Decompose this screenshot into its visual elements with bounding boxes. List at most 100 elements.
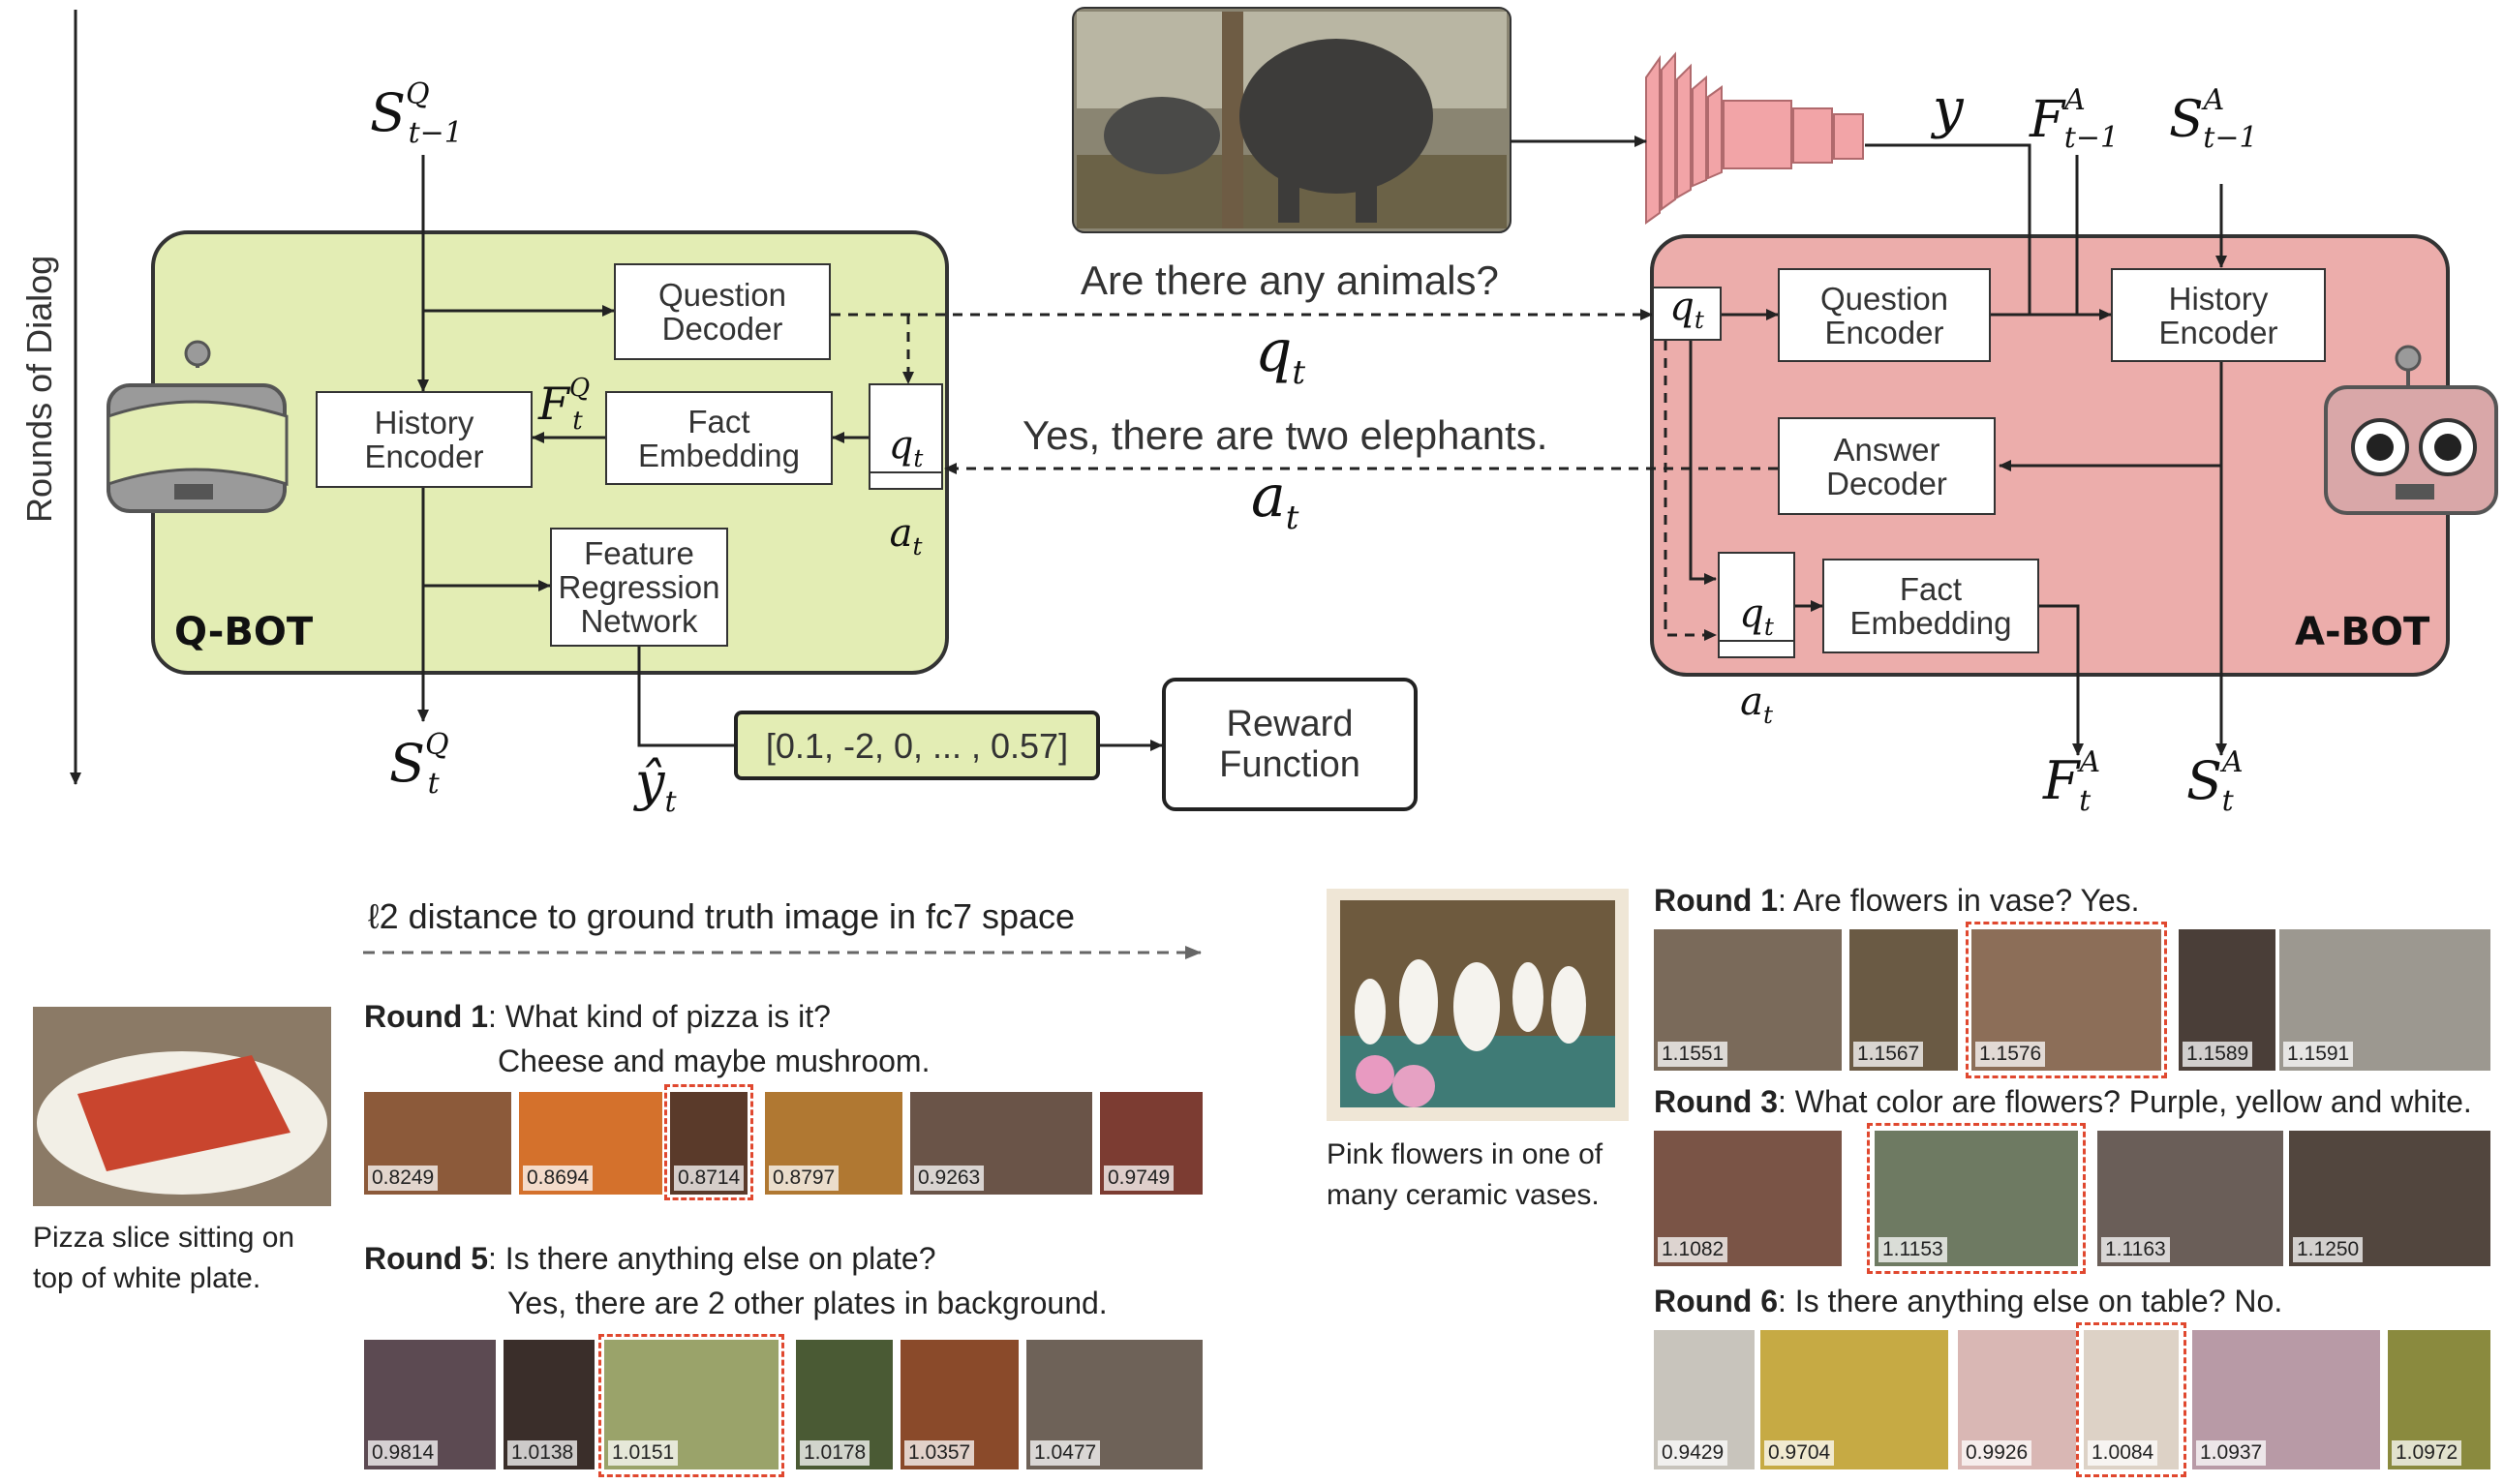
qbot-question-decoder: Question Decoder bbox=[614, 263, 831, 360]
qbot-robot-icon bbox=[107, 340, 289, 513]
abot-state-next: SAt bbox=[2186, 745, 2244, 818]
ex1-r5-thumb-6: 1.0477 bbox=[1026, 1340, 1203, 1469]
ex1-r5-thumb-2: 1.0138 bbox=[504, 1340, 595, 1469]
abot-robot-icon bbox=[2324, 345, 2498, 515]
abot-a-t: at bbox=[1740, 680, 1773, 729]
ex2-r1-score-3: 1.1576 bbox=[1975, 1042, 2046, 1067]
ex1-round5-answer: Yes, there are 2 other plates in backgro… bbox=[507, 1286, 1108, 1320]
ex1-r1-thumb-4: 0.8797 bbox=[765, 1092, 902, 1195]
ex2-r1-thumb-2: 1.1567 bbox=[1849, 929, 1958, 1071]
ex1-round5-question: Round 5: Is there anything else on plate… bbox=[364, 1241, 936, 1277]
dialog-answer-text: Yes, there are two elephants. bbox=[1023, 412, 1548, 458]
ex2-r1-score-2: 1.1567 bbox=[1853, 1042, 1924, 1067]
ex2-r6-thumb-1: 0.9429 bbox=[1654, 1330, 1755, 1469]
ex2-r3-score-3: 1.1163 bbox=[2101, 1237, 2170, 1262]
ex1-r5-score-4: 1.0178 bbox=[800, 1440, 870, 1466]
ex2-r6-score-1: 0.9429 bbox=[1658, 1440, 1728, 1466]
ex1-round1-answer: Cheese and maybe mushroom. bbox=[498, 1044, 931, 1078]
ex1-r5-score-6: 1.0477 bbox=[1030, 1440, 1101, 1466]
vases-query-photo bbox=[1327, 889, 1629, 1121]
ex2-r3-thumb-1: 1.1082 bbox=[1654, 1131, 1842, 1266]
ex1-r1-thumb-1: 0.8249 bbox=[364, 1092, 511, 1195]
ex2-r6-score-3: 0.9926 bbox=[1962, 1440, 2032, 1466]
ex2-round3-question: Round 3: What color are flowers? Purple,… bbox=[1654, 1084, 2472, 1120]
qbot-q-t: qt bbox=[870, 419, 941, 473]
abot-history-encoder: History Encoder bbox=[2111, 268, 2326, 362]
ex1-round1-label: Round 1 bbox=[364, 999, 488, 1034]
qbot-a-t: at bbox=[889, 511, 923, 560]
ex2-round1-label: Round 1 bbox=[1654, 883, 1778, 918]
rounds-of-dialog-label: Rounds of Dialog bbox=[19, 255, 59, 523]
qbot-fact-embedding: Fact Embedding bbox=[605, 391, 833, 485]
ex2-round3-question-text: : What color are flowers? Purple, yellow… bbox=[1777, 1084, 2472, 1119]
regression-output-vector: [0.1, -2, 0, ... , 0.57] bbox=[734, 711, 1100, 780]
abot-fact-embedding: Fact Embedding bbox=[1822, 559, 2039, 653]
ex2-r6-thumb-5: 1.0937 bbox=[2192, 1330, 2380, 1469]
dialog-question-text: Are there any animals? bbox=[1081, 257, 1499, 303]
ex2-r6-score-2: 0.9704 bbox=[1764, 1440, 1835, 1466]
ex2-r6-score-6: 1.0972 bbox=[2392, 1440, 2462, 1466]
vases-caption: Pink flowers in one of many ceramic vase… bbox=[1327, 1138, 1603, 1211]
ex1-r5-thumb-5: 1.0357 bbox=[901, 1340, 1019, 1469]
abot-label: A-BOT bbox=[2295, 610, 2430, 654]
qbot-label: Q-BOT bbox=[174, 610, 314, 654]
qbot-prediction-yhat: ŷt bbox=[635, 751, 677, 819]
ex1-r5-thumb-4: 1.0178 bbox=[796, 1340, 893, 1469]
reward-function: Reward Function bbox=[1162, 678, 1418, 811]
abot-fact-next: FAt bbox=[2043, 745, 2101, 818]
ex1-r1-thumb-6: 0.9749 bbox=[1100, 1092, 1203, 1195]
ex1-r5-score-2: 1.0138 bbox=[507, 1440, 578, 1466]
ex2-r3-score-1: 1.1082 bbox=[1658, 1237, 1728, 1262]
ex2-round3-label: Round 3 bbox=[1654, 1084, 1778, 1119]
ex2-r3-score-4: 1.1250 bbox=[2293, 1237, 2364, 1262]
ex1-r5-score-3: 1.0151 bbox=[608, 1440, 679, 1466]
ex1-round1-question-text: : What kind of pizza is it? bbox=[487, 999, 831, 1034]
ex1-round1-question: Round 1: What kind of pizza is it? bbox=[364, 999, 831, 1035]
ex1-r1-thumb-5: 0.9263 bbox=[910, 1092, 1092, 1195]
ex2-round6-question-text: : Is there anything else on table? No. bbox=[1777, 1284, 2283, 1318]
dialog-q-t: qt bbox=[1255, 318, 1306, 392]
ex1-r1-thumb-2: 0.8694 bbox=[519, 1092, 662, 1195]
ex1-r5-ground-truth-highlight bbox=[598, 1334, 784, 1477]
ex2-r3-thumb-4: 1.1250 bbox=[2289, 1131, 2490, 1266]
ex2-r1-score-4: 1.1589 bbox=[2183, 1042, 2253, 1067]
ex2-r1-thumb-1: 1.1551 bbox=[1654, 929, 1842, 1071]
ex2-r3-thumb-2: 1.1153 bbox=[1875, 1131, 2078, 1266]
qbot-feature-regression-network: Feature Regression Network bbox=[550, 528, 728, 647]
ex2-r1-thumb-5: 1.1591 bbox=[2279, 929, 2490, 1071]
pizza-query-photo bbox=[33, 1007, 331, 1206]
abot-qa-pair: qt at bbox=[1718, 552, 1795, 729]
ex2-r3-thumb-3: 1.1163 bbox=[2097, 1131, 2283, 1266]
ex1-round5-label: Round 5 bbox=[364, 1241, 488, 1276]
ex2-round6-question: Round 6: Is there anything else on table… bbox=[1654, 1284, 2282, 1319]
abot-fact-prev: FAt−1 bbox=[2030, 83, 2120, 156]
qbot-state-prev: SQt−1 bbox=[370, 77, 463, 150]
ex2-r3-score-2: 1.1153 bbox=[1878, 1237, 1947, 1262]
ex2-round1-question: Round 1: Are flowers in vase? Yes. bbox=[1654, 883, 2140, 919]
ex1-r1-score-6: 0.9749 bbox=[1104, 1166, 1175, 1191]
cnn-encoder-icon bbox=[1645, 51, 1864, 225]
ex1-r1-thumb-3: 0.8714 bbox=[670, 1092, 748, 1195]
dialog-a-t: at bbox=[1251, 463, 1299, 537]
ex2-r1-thumb-3: 1.1576 bbox=[1971, 929, 2161, 1071]
ex1-round5-question-text: : Is there anything else on plate? bbox=[487, 1241, 936, 1276]
qbot-qa-pair: qt at bbox=[869, 383, 943, 560]
ex1-r1-score-3: 0.8714 bbox=[674, 1166, 745, 1191]
ex1-r1-score-5: 0.9263 bbox=[914, 1166, 985, 1191]
ex1-r1-score-1: 0.8249 bbox=[368, 1166, 439, 1191]
retrieval-axis-label: ℓ2 distance to ground truth image in fc7… bbox=[368, 896, 1076, 936]
ex2-r6-score-5: 1.0937 bbox=[2196, 1440, 2267, 1466]
ex2-r6-ground-truth-highlight bbox=[2076, 1322, 2186, 1477]
ex1-r5-thumb-3: 1.0151 bbox=[604, 1340, 779, 1469]
ex1-r5-score-5: 1.0357 bbox=[904, 1440, 975, 1466]
abot-question-encoder: Question Encoder bbox=[1778, 268, 1991, 362]
ex2-r1-thumb-4: 1.1589 bbox=[2179, 929, 2275, 1071]
abot-answer-decoder: Answer Decoder bbox=[1778, 417, 1996, 515]
ex1-r1-ground-truth-highlight bbox=[664, 1084, 753, 1200]
abot-state-prev: SAt−1 bbox=[2169, 83, 2258, 156]
qbot-fact-prev: FQt bbox=[538, 374, 591, 437]
elephant-photo bbox=[1072, 7, 1512, 233]
ex2-r3-ground-truth-highlight bbox=[1867, 1123, 2086, 1274]
ex1-r5-score-1: 0.9814 bbox=[368, 1440, 439, 1466]
